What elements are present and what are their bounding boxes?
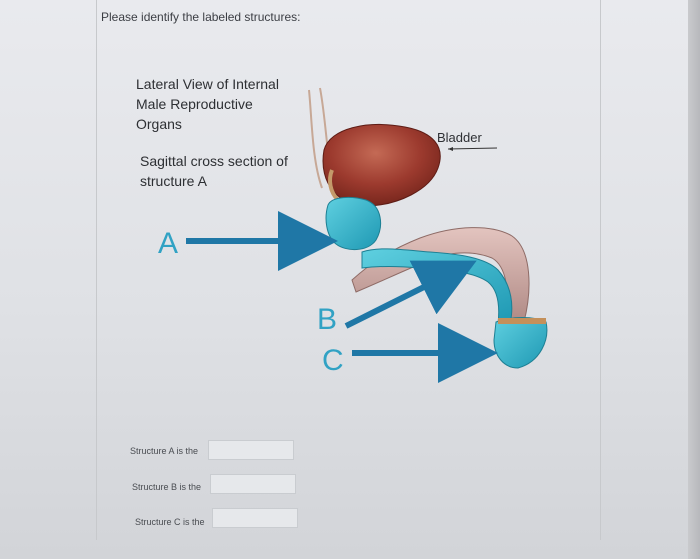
letter-b: B [317,303,338,336]
figure-title-line: Male Reproductive [136,96,253,112]
figure-subtitle-line: Sagittal cross section of [140,153,288,169]
answer-label-c: Structure C is the [135,517,205,527]
content-panel [96,0,601,540]
monitor-bezel [688,0,700,559]
letter-a: A [158,227,179,260]
figure-title-line: Organs [136,116,182,132]
bladder-pointer [447,147,498,150]
urethra-structure [361,248,513,325]
answer-input-c[interactable] [212,508,298,528]
glans [493,317,548,369]
arrow-b [344,260,477,329]
glans-collar [498,318,546,324]
bladder [322,124,441,207]
answer-input-a[interactable] [208,440,294,460]
answer-input-b[interactable] [210,474,296,494]
letter-c: C [322,344,344,377]
figure-title-line: Lateral View of Internal [136,76,279,92]
ductus-deferens-left [308,89,323,189]
bladder-label: Bladder [437,130,482,145]
bladder-neck [328,169,340,202]
question-prompt: Please identify the labeled structures: [101,10,301,24]
structure-a [325,196,382,250]
answer-label-a: Structure A is the [130,446,199,456]
figure-subtitle-line: structure A [140,173,207,189]
answer-label-b: Structure B is the [132,482,202,492]
